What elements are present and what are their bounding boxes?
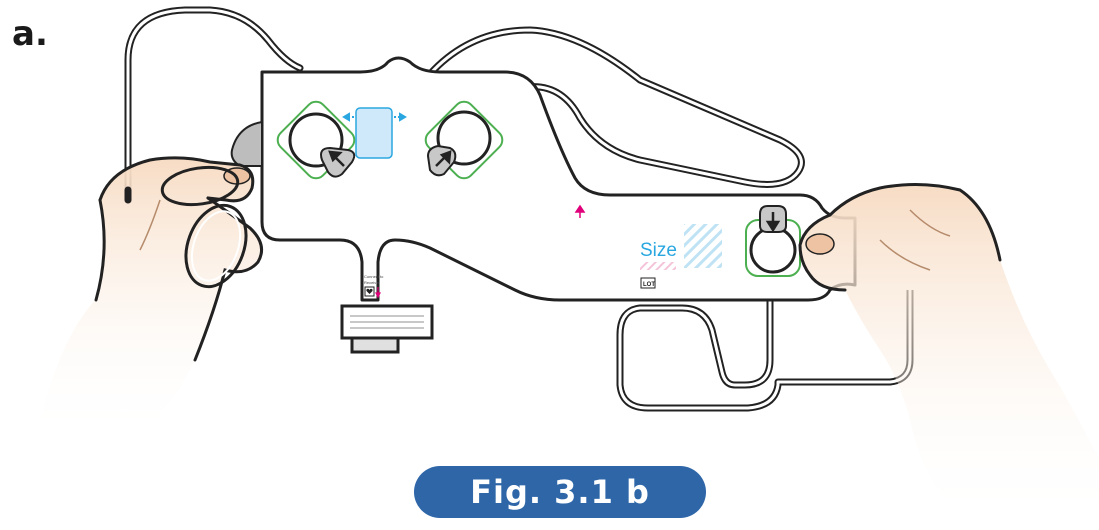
lot-box [640, 277, 656, 289]
left-hand [40, 156, 264, 440]
figure-badge: Fig. 3.1 b [414, 466, 706, 518]
panel-label: a. [12, 14, 48, 54]
connector-caption-1: Connect to [364, 274, 384, 279]
electrode-left [276, 100, 356, 180]
right-hand [798, 182, 1099, 525]
connector-plug [340, 304, 434, 354]
lot-label: LOT [643, 282, 655, 288]
heart-icon [366, 288, 373, 294]
arrow-up-right-icon [435, 150, 452, 167]
arrow-up-left-icon [328, 150, 345, 167]
size-label: Size [640, 240, 677, 261]
size-hatch-pink [640, 262, 676, 270]
double-arrow-icon [342, 112, 407, 122]
size-hatch-blue [684, 224, 722, 268]
adhesive-pad [355, 107, 393, 159]
arrow-down-icon [765, 212, 781, 233]
left-pull-tab [230, 120, 263, 167]
arrow-up-icon [574, 204, 586, 218]
connector-caption-2: Receiver [364, 280, 380, 285]
